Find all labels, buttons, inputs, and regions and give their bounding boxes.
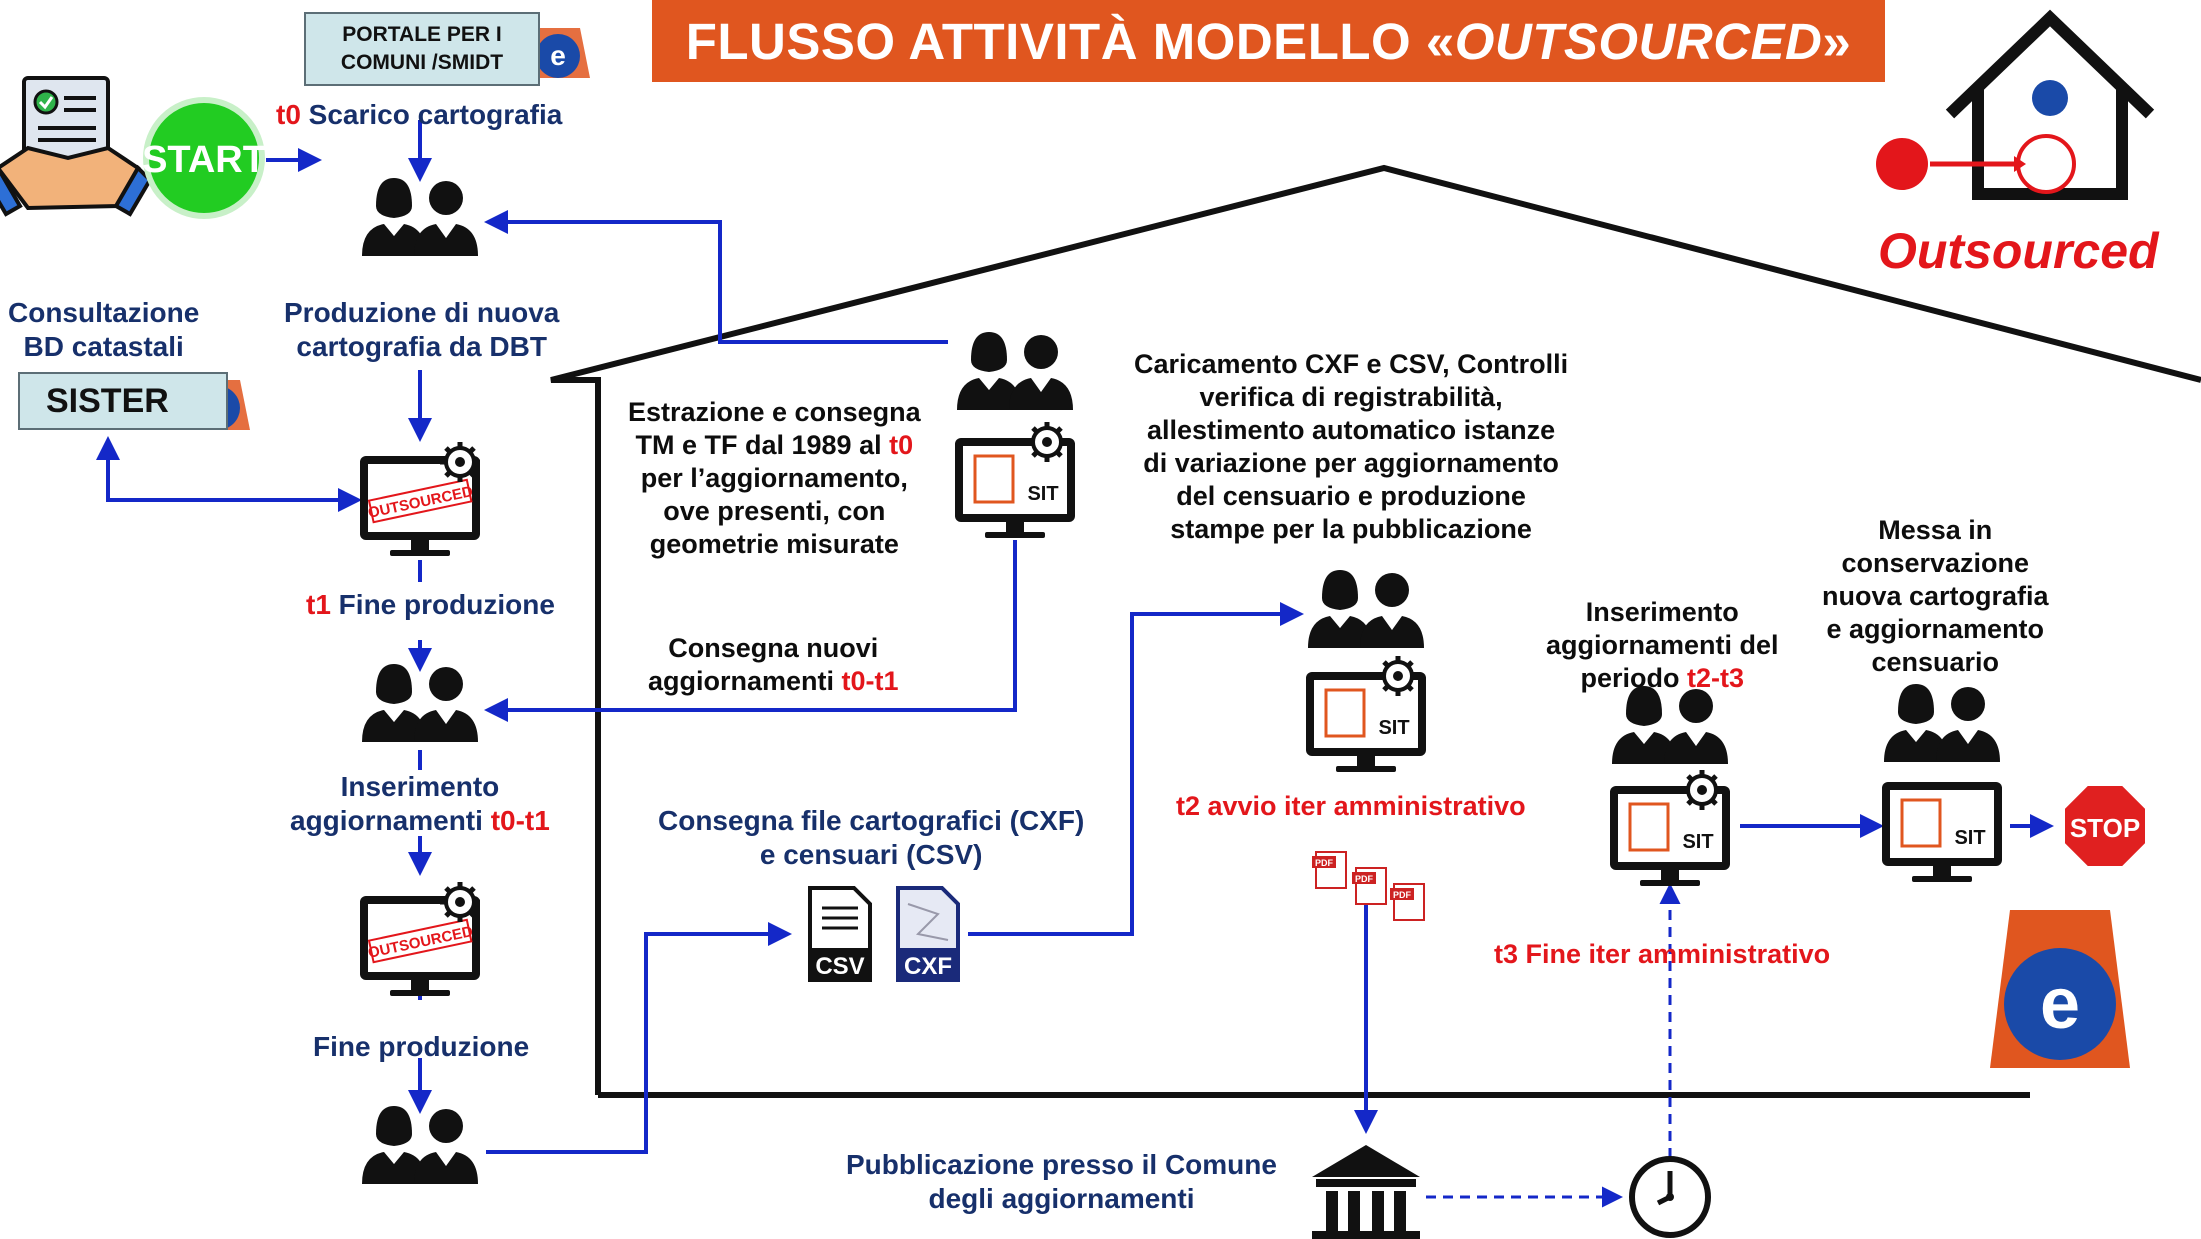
svg-text:e: e bbox=[550, 40, 566, 71]
t3-label: t3 Fine iter amministrativo bbox=[1494, 939, 1831, 969]
dashed-arrows bbox=[1426, 883, 1681, 1208]
stop-sign: STOP bbox=[2061, 782, 2149, 870]
t0-label: t0 Scarico cartografia bbox=[276, 99, 563, 130]
agency-logo-small-portal: e bbox=[526, 28, 590, 78]
title-emphasis: OUTSOURCED bbox=[1454, 12, 1823, 70]
outsourced-house-icon bbox=[1876, 9, 2155, 200]
sit-monitor-archive: SIT bbox=[1882, 782, 2002, 882]
agency-logo-large: e bbox=[1990, 910, 2130, 1068]
sit-label: SIT bbox=[1027, 483, 1058, 505]
t2-label: t2 avvio iter amministrativo bbox=[1176, 791, 1526, 821]
pdf-icons: PDF PDF PDF bbox=[1312, 851, 1425, 921]
cxf-label: CXF bbox=[904, 953, 952, 980]
pdf-label: PDF bbox=[1393, 890, 1412, 900]
fine-produzione-label: Fine produzione bbox=[313, 1031, 530, 1062]
people-group-loading bbox=[1308, 570, 1424, 648]
sit-label: SIT bbox=[1682, 831, 1713, 853]
people-group-extraction bbox=[957, 332, 1073, 410]
portal-line1: PORTALE PER I bbox=[342, 22, 502, 46]
municipality-building-icon bbox=[1312, 1145, 1420, 1239]
title-suffix: » bbox=[1822, 12, 1852, 70]
sit-monitor-insert: SIT bbox=[1610, 770, 1730, 886]
title-prefix: FLUSSO ATTIVITÀ MODELLO « bbox=[685, 12, 1455, 70]
people-group-insert bbox=[362, 664, 478, 742]
people-group-insert-period bbox=[1612, 686, 1728, 764]
portal-line2: COMUNI /SMIDT bbox=[340, 51, 504, 74]
t1-label: t1 Fine produzione bbox=[306, 589, 555, 620]
people-group-archive bbox=[1884, 684, 2000, 762]
page-title: FLUSSO ATTIVITÀ MODELLO «OUTSOURCED» bbox=[652, 0, 1885, 82]
sit-monitor-loading: SIT bbox=[1306, 656, 1426, 772]
cxf-file-icon: CXF bbox=[896, 886, 960, 982]
csv-label: CSV bbox=[815, 953, 864, 980]
people-group-bottom bbox=[362, 1106, 478, 1184]
sister-label: SISTER bbox=[46, 381, 169, 420]
outsourced-monitor-2: OUTSOURCED bbox=[360, 882, 480, 996]
start-badge: START bbox=[142, 97, 266, 219]
svg-text:e: e bbox=[2040, 964, 2080, 1044]
pdf-label: PDF bbox=[1315, 858, 1334, 868]
stop-text: STOP bbox=[2070, 813, 2140, 843]
start-text: START bbox=[142, 139, 266, 181]
consegna-file-label: Consegna file cartografici (CXF)e censua… bbox=[658, 805, 1085, 871]
outsourced-label: Outsourced bbox=[1878, 223, 2159, 279]
house-outline bbox=[550, 164, 2201, 1095]
clock-icon bbox=[1629, 1156, 1711, 1238]
people-group-top bbox=[362, 178, 478, 256]
csv-file-icon: CSV bbox=[808, 886, 872, 982]
portal-comuni-box: PORTALE PER I COMUNI /SMIDT bbox=[304, 12, 540, 86]
sit-label: SIT bbox=[1954, 827, 1985, 849]
pdf-label: PDF bbox=[1355, 874, 1374, 884]
sit-monitor-extraction: SIT bbox=[955, 422, 1075, 538]
outsourced-monitor-1: OUTSOURCED bbox=[360, 442, 480, 556]
sister-box: SISTER bbox=[18, 372, 228, 430]
sit-label: SIT bbox=[1378, 717, 1409, 739]
handshake-contract-icon bbox=[0, 76, 153, 217]
